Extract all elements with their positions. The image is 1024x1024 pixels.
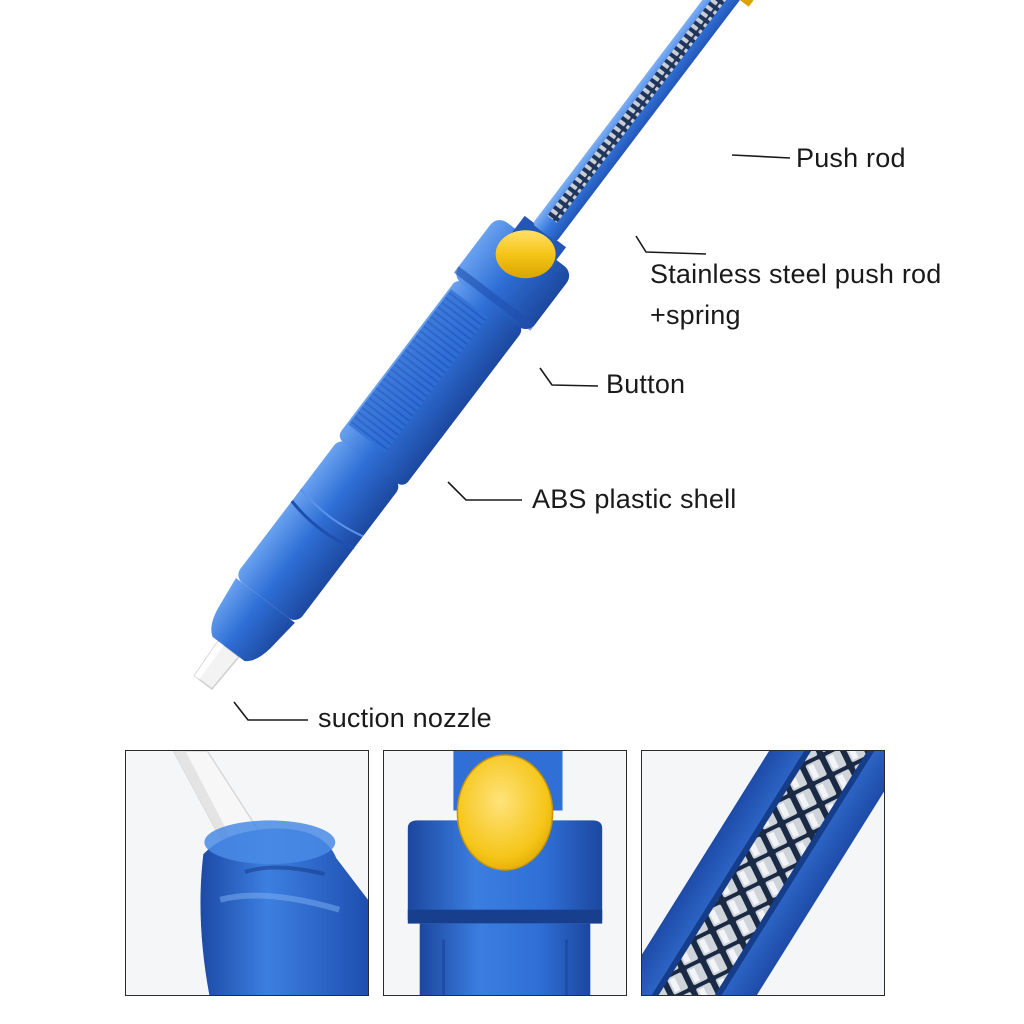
nozzle-leader	[233, 701, 308, 721]
stainless-spring	[547, 0, 739, 223]
label-button: Button	[606, 364, 685, 405]
detail-button-closeup	[383, 750, 627, 996]
callout-lines	[233, 154, 791, 721]
desoldering-pump-illustration	[193, 0, 791, 721]
spring-closeup-image	[642, 751, 884, 995]
label-stainless-steel-push-rod: Stainless steel push rod +spring	[650, 254, 941, 335]
push-rod-leader	[731, 154, 791, 159]
button-closeup-image	[384, 751, 626, 995]
tip-cone	[211, 577, 295, 662]
detail-spring-closeup	[641, 750, 885, 996]
label-steel-line2: +spring	[650, 299, 741, 330]
release-button	[495, 215, 567, 279]
label-shell-text: ABS plastic shell	[532, 484, 737, 514]
label-steel-line1: Stainless steel push rod	[650, 259, 942, 289]
label-push-rod-text: Push rod	[796, 143, 906, 173]
detail-nozzle-closeup	[125, 750, 369, 996]
label-abs-plastic-shell: ABS plastic shell	[532, 479, 737, 520]
label-button-text: Button	[606, 369, 686, 399]
button-leader	[539, 367, 599, 387]
spring-leader	[635, 235, 707, 255]
shell-leader	[447, 481, 522, 501]
label-suction-nozzle: suction nozzle	[318, 698, 492, 739]
label-push-rod: Push rod	[796, 138, 906, 179]
nozzle-closeup-image	[126, 751, 368, 995]
label-nozzle-text: suction nozzle	[318, 703, 492, 733]
suction-nozzle	[193, 639, 240, 691]
front-barrel	[238, 441, 399, 620]
